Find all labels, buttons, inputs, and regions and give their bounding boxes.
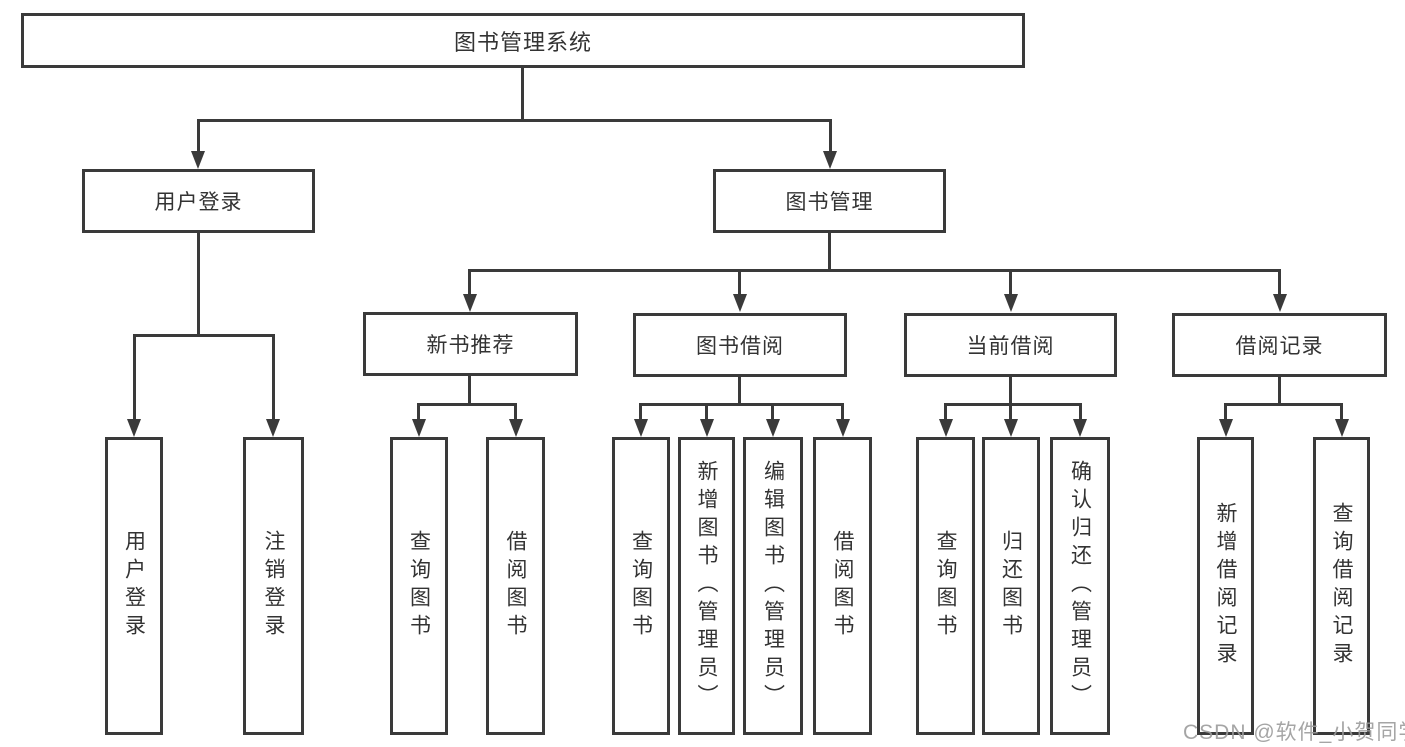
connector-segment: [417, 403, 420, 420]
connector-segment: [1079, 403, 1082, 420]
node-label: 用户登录: [154, 191, 243, 214]
leaf-query-borrow-record: 查询借阅记录: [1313, 437, 1370, 735]
node-library-management-system: 图书管理系统: [21, 13, 1025, 68]
arrowhead-icon: [1004, 419, 1018, 437]
arrowhead-icon: [1004, 294, 1018, 312]
node-label: 查询图书: [407, 530, 431, 642]
node-label: 查询图书: [934, 530, 957, 642]
leaf-add-borrow-record: 新增借阅记录: [1197, 437, 1254, 735]
connector-segment: [133, 334, 275, 337]
connector-segment: [705, 403, 708, 420]
node-label: 新书推荐: [426, 334, 515, 357]
node-book-management: 图书管理: [713, 169, 946, 233]
leaf-confirm-return-admin: 确认归还（管理员）: [1050, 437, 1110, 735]
arrowhead-icon: [127, 419, 141, 437]
connector-segment: [133, 334, 136, 420]
leaf-borrow-books-recommend: 借阅图书: [486, 437, 545, 735]
node-new-book-recommendation: 新书推荐: [363, 312, 578, 376]
arrowhead-icon: [634, 419, 648, 437]
connector-segment: [1278, 377, 1281, 406]
node-label: 借阅图书: [831, 530, 854, 642]
node-label: 新增借阅记录: [1214, 502, 1237, 670]
connector-segment: [771, 403, 774, 420]
arrowhead-icon: [939, 419, 953, 437]
connector-segment: [468, 376, 471, 406]
connector-segment: [639, 403, 642, 420]
node-borrowing-records: 借阅记录: [1172, 313, 1387, 377]
arrowhead-icon: [1073, 419, 1087, 437]
node-label: 图书管理系统: [453, 29, 592, 55]
node-label: 新增图书（管理员）: [695, 460, 718, 712]
connector-segment: [1009, 403, 1012, 420]
node-label: 图书借阅: [696, 335, 784, 358]
node-label: 借阅图书: [504, 530, 527, 642]
node-label: 用户登录: [122, 530, 146, 642]
connector-segment: [197, 119, 832, 122]
connector-segment: [521, 68, 524, 121]
leaf-user-login: 用户登录: [105, 437, 163, 735]
arrowhead-icon: [412, 419, 426, 437]
node-label: 查询借阅记录: [1330, 502, 1353, 670]
connector-segment: [514, 403, 517, 420]
connector-segment: [1340, 403, 1343, 420]
connector-segment: [197, 233, 200, 337]
leaf-edit-books-admin: 编辑图书（管理员）: [743, 437, 803, 735]
node-label: 编辑图书（管理员）: [761, 460, 785, 712]
connector-segment: [272, 334, 275, 420]
arrowhead-icon: [1219, 419, 1233, 437]
connector-segment: [738, 269, 741, 294]
connector-segment: [1224, 403, 1343, 406]
node-book-borrowing: 图书借阅: [633, 313, 847, 377]
connector-segment: [417, 403, 517, 406]
arrowhead-icon: [1335, 419, 1349, 437]
node-user-login: 用户登录: [82, 169, 315, 233]
node-label: 注销登录: [262, 530, 285, 642]
leaf-add-books-admin: 新增图书（管理员）: [678, 437, 735, 735]
connector-segment: [1009, 269, 1012, 294]
node-label: 查询图书: [629, 530, 653, 642]
arrowhead-icon: [823, 151, 837, 169]
csdn-watermark: CSDN @软件_小贺同学: [1183, 721, 1405, 744]
connector-segment: [841, 403, 844, 420]
leaf-query-books-recommend: 查询图书: [390, 437, 448, 735]
connector-segment: [1224, 403, 1227, 420]
arrowhead-icon: [191, 151, 205, 169]
node-label: 图书管理: [785, 191, 874, 214]
leaf-borrow-books-borrowing: 借阅图书: [813, 437, 872, 735]
connector-segment: [829, 119, 832, 153]
leaf-logout: 注销登录: [243, 437, 304, 735]
connector-segment: [738, 377, 741, 406]
connector-segment: [944, 403, 1082, 406]
node-label: 当前借阅: [966, 335, 1055, 358]
connector-segment: [197, 119, 200, 153]
arrowhead-icon: [463, 294, 477, 312]
arrowhead-icon: [266, 419, 280, 437]
arrowhead-icon: [836, 419, 850, 437]
arrowhead-icon: [766, 419, 780, 437]
connector-segment: [828, 233, 831, 272]
connector-segment: [944, 403, 947, 420]
node-current-borrowing: 当前借阅: [904, 313, 1117, 377]
arrowhead-icon: [700, 419, 714, 437]
leaf-return-books: 归还图书: [982, 437, 1040, 735]
node-label: 确认归还（管理员）: [1068, 460, 1092, 712]
arrowhead-icon: [733, 294, 747, 312]
connector-segment: [1009, 377, 1012, 406]
connector-segment: [1278, 269, 1281, 294]
arrowhead-icon: [1273, 294, 1287, 312]
arrowhead-icon: [509, 419, 523, 437]
leaf-query-books-borrowing: 查询图书: [612, 437, 670, 735]
node-label: 归还图书: [999, 530, 1023, 642]
connector-segment: [469, 269, 1281, 272]
connector-segment: [468, 269, 471, 294]
node-label: 借阅记录: [1235, 335, 1324, 358]
leaf-query-books-current: 查询图书: [916, 437, 975, 735]
connector-segment: [639, 403, 844, 406]
